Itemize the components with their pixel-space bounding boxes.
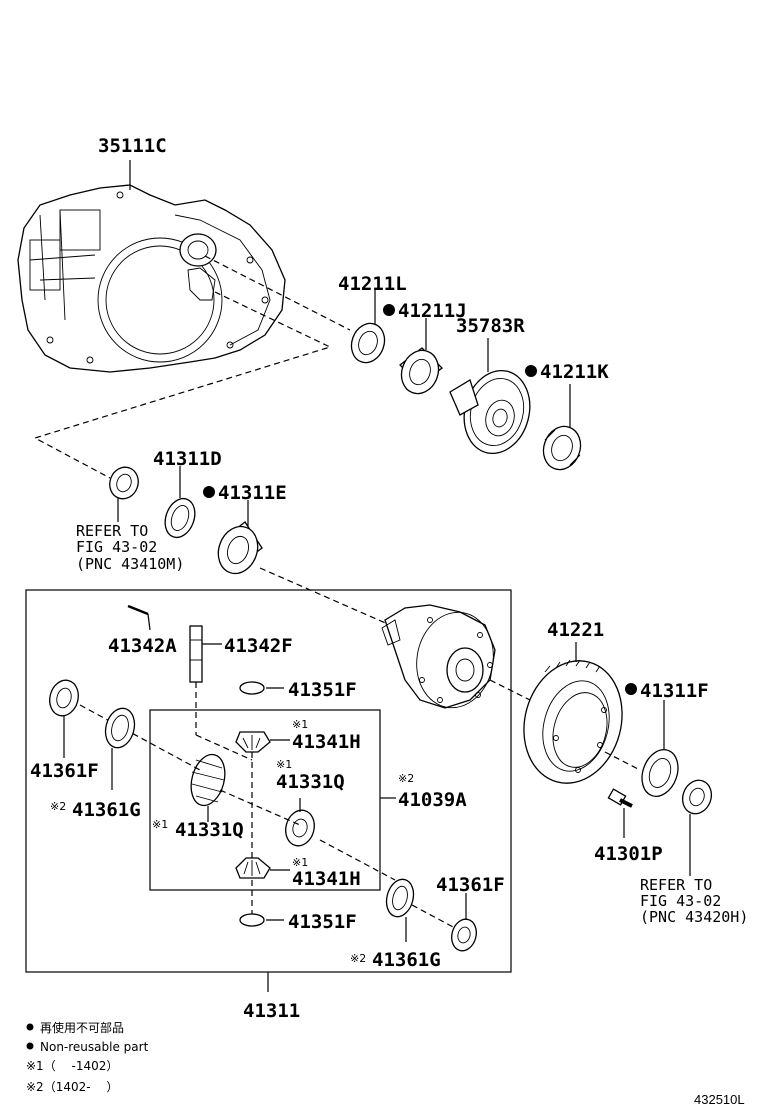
label-41361G-right: 41361G [372, 949, 441, 971]
note1-mark-bot: ※1 [292, 856, 308, 869]
legend-line3: ※1（ -1402） [26, 1059, 118, 1073]
ref-left-line1: REFER TO [76, 522, 148, 540]
bearing-41311E [217, 521, 263, 575]
ref-left-line2: FIG 43-02 [76, 538, 157, 556]
label-35783R: 35783R [456, 315, 525, 337]
ref-right-line2: FIG 43-02 [640, 892, 721, 910]
label-41331Q-top: 41331Q [276, 771, 345, 793]
label-41039A: 41039A [398, 789, 467, 811]
legend: 再使用不可部品 Non-reusable part ※1（ -1402） ※2（… [26, 1020, 149, 1094]
ref-right-line1: REFER TO [640, 876, 712, 894]
label-41211L: 41211L [338, 273, 407, 295]
note1-mark-top: ※1 [292, 718, 308, 731]
label-41311D: 41311D [153, 448, 222, 470]
note1-mark-left: ※1 [152, 818, 168, 831]
legend-line1: 再使用不可部品 [40, 1020, 124, 1035]
legend-line4: ※2（1402- ） [26, 1080, 118, 1094]
bearing-41211J [399, 347, 443, 395]
shim-41311D [164, 497, 196, 539]
pinion-41341H-top [235, 731, 271, 753]
assembly-box-41039A [149, 709, 381, 891]
side-gear-41331Q-left [190, 753, 226, 807]
label-41311E: 41311E [218, 482, 287, 504]
label-35111C: 35111C [98, 135, 167, 157]
figure-id: 432510L [694, 1092, 745, 1107]
washer-41351F-top [239, 681, 265, 695]
label-41361F-left: 41361F [30, 760, 99, 782]
shaft-41342F [189, 625, 203, 683]
label-41211K: 41211K [540, 361, 609, 383]
pinion-41341H-bottom [235, 857, 271, 879]
label-41342F: 41342F [224, 635, 293, 657]
seal-ref-left [109, 466, 139, 500]
label-41311: 41311 [243, 1000, 300, 1022]
label-41361F-right: 41361F [436, 874, 505, 896]
transmission-case [17, 184, 286, 373]
non-reusable-mark [203, 486, 215, 498]
shim-41361G-right [385, 878, 415, 918]
label-41342A: 41342A [108, 635, 177, 657]
differential-case [381, 604, 496, 709]
label-41211J: 41211J [398, 300, 467, 322]
note1-mark-mid: ※1 [276, 758, 292, 771]
gear-35783R [449, 369, 531, 455]
note2-mark-right: ※2 [350, 952, 366, 965]
label-41301P: 41301P [594, 843, 663, 865]
label-41311F: 41311F [640, 680, 709, 702]
label-41361G-left: 41361G [72, 799, 141, 821]
ref-left-line3: (PNC 43410M) [76, 555, 184, 573]
bearing-41211K [542, 425, 582, 471]
seal-41361F-right [451, 918, 477, 952]
non-reusable-mark [525, 365, 537, 377]
pin-41342A [127, 604, 149, 616]
legend-line2: Non-reusable part [40, 1040, 149, 1054]
label-41221: 41221 [547, 619, 604, 641]
washer-41351F-bot [239, 913, 265, 927]
note2-mark-41039A: ※2 [398, 772, 414, 785]
ring-gear-41221 [523, 659, 623, 784]
non-reusable-mark [625, 683, 637, 695]
label-41331Q-bot: 41331Q [175, 819, 244, 841]
label-41351F-top: 41351F [288, 679, 357, 701]
ref-right-line3: (PNC 43420H) [640, 908, 748, 926]
seal-41361F-left [49, 679, 79, 717]
non-reusable-mark [383, 304, 395, 316]
side-gear-41331Q-right [285, 809, 315, 847]
bolt-41301P [607, 788, 633, 808]
seal-41211L [350, 322, 386, 364]
label-41351F-bot: 41351F [288, 911, 357, 933]
label-41341H-bot: 41341H [292, 868, 361, 890]
note2-mark-left: ※2 [50, 800, 66, 813]
shim-41361G-left [104, 707, 136, 749]
label-41341H-top: 41341H [292, 731, 361, 753]
seal-ref-right [681, 779, 713, 815]
bearing-41311F [641, 749, 679, 797]
